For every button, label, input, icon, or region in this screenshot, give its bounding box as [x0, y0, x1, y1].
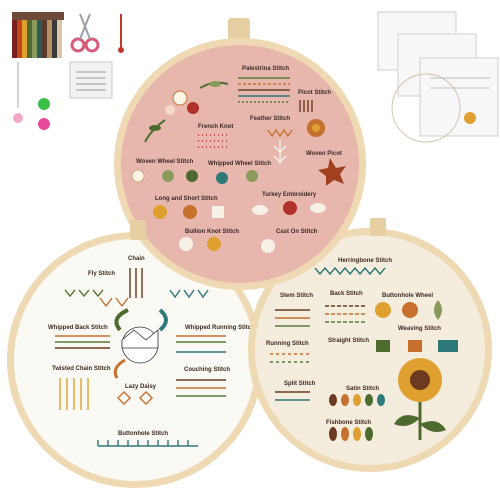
label-back-stitch: Back Stitch — [330, 291, 363, 297]
label-turkey-embroidery: Turkey Embroidery — [262, 192, 317, 198]
needle-threader-icon — [118, 14, 124, 53]
label-buttonhole-wheel: Buttonhole Wheel — [382, 293, 433, 299]
label-fly-stitch: Fly Stitch — [88, 271, 115, 277]
label-lazy-daisy: Lazy Daisy — [125, 384, 157, 390]
label-stem-stitch: Stem Stitch — [280, 293, 313, 299]
thread-skeins-icon — [12, 12, 64, 58]
sunflower-icon — [394, 358, 446, 440]
flower-spray — [144, 81, 229, 143]
label-satin-stitch: Satin Stitch — [346, 386, 379, 392]
label-feather-stitch: Feather Stitch — [250, 116, 290, 122]
hoop-right: Herringbone Stitch Stem Stitch Back Stit… — [248, 228, 492, 472]
label-chain: Chain — [128, 256, 145, 262]
needle-pack-icon — [69, 61, 113, 99]
label-weaving-stitch: Weaving Stitch — [398, 326, 441, 332]
label-woven-picot: Woven Picot — [306, 151, 342, 157]
label-twisted-chain-stitch: Twisted Chain Stitch — [52, 366, 111, 372]
hoop-left-clamp — [130, 220, 146, 240]
pattern-sheets-icon — [377, 11, 499, 143]
label-palestrina-stitch: Palestrina Stitch — [242, 66, 289, 72]
label-long-and-short-stitch: Long and Short Stitch — [155, 196, 218, 202]
label-split-stitch: Split Stitch — [284, 381, 316, 387]
label-picot-stitch: Picot Stitch — [298, 90, 331, 96]
satin-leaves — [329, 394, 385, 441]
label-woven-wheel-stitch: Woven Wheel Stitch — [136, 159, 194, 165]
label-whipped-back-stitch: Whipped Back Stitch — [48, 325, 108, 331]
scissors-icon — [70, 13, 100, 53]
label-buttonhole-stitch: Buttonhole Stitch — [118, 431, 168, 437]
label-whipped-wheel-stitch: Whipped Wheel Stitch — [208, 161, 271, 167]
label-whipped-running-stitch: Whipped Running Stitch — [185, 325, 255, 331]
label-fishbone-stitch: Fishbone Stitch — [326, 420, 371, 426]
label-couching-stitch: Couching Stitch — [184, 367, 230, 373]
label-herringbone-stitch: Herringbone Stitch — [338, 258, 392, 264]
label-cast-on-stitch: Cast On Stitch — [276, 229, 318, 235]
thread-bobbin-icon — [13, 62, 50, 130]
fox-icon — [113, 308, 168, 379]
hoop-top: Palestrina Stitch Picot Stitch French Kn… — [114, 18, 366, 290]
label-straight-stitch: Straight Stitch — [328, 338, 369, 344]
label-french-knot: French Knot — [198, 124, 233, 130]
hoop-right-clamp — [370, 218, 386, 236]
hoop-left: Chain Fly Stitch Whipped Back Stitch Whi… — [7, 232, 263, 488]
label-running-stitch: Running Stitch — [266, 341, 309, 347]
label-bullion-knot-stitch: Bullion Knot Stitch — [185, 229, 239, 235]
